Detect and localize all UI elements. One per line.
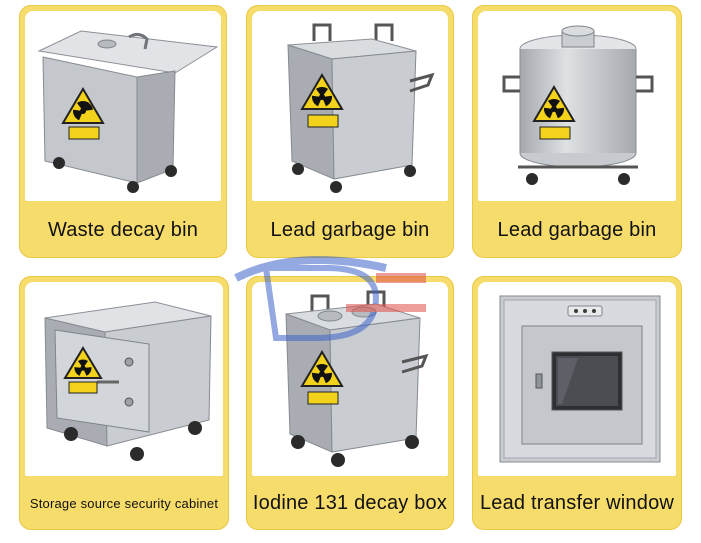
- product-photo: [478, 11, 676, 201]
- radiation-icon: [544, 98, 564, 119]
- product-label: Waste decay bin: [47, 218, 199, 241]
- round-lead-bin-illustration: [502, 25, 654, 185]
- product-card-storage-source-security-cabinet[interactable]: Storage source security cabinet: [19, 276, 229, 530]
- radiation-icon: [74, 359, 92, 376]
- radiation-icon: [73, 101, 93, 121]
- product-card-waste-decay-bin[interactable]: Waste decay bin: [19, 5, 227, 258]
- product-photo: [252, 11, 448, 201]
- product-photo: [478, 282, 676, 476]
- product-photo: [252, 282, 448, 476]
- iodine-decay-box-illustration: [285, 290, 429, 467]
- security-cabinet-illustration: [44, 301, 212, 461]
- transfer-window-illustration: [499, 295, 661, 463]
- product-photo: [25, 282, 223, 476]
- product-card-lead-garbage-bin[interactable]: Lead garbage bin: [246, 5, 454, 258]
- product-card-lead-transfer-window[interactable]: Lead transfer window: [472, 276, 682, 530]
- product-label: Lead transfer window: [479, 491, 675, 514]
- product-card-iodine-131-decay-box[interactable]: Iodine 131 decay box: [246, 276, 454, 530]
- window-icon: [551, 351, 623, 411]
- product-label: Lead garbage bin: [497, 218, 657, 241]
- product-label: Iodine 131 decay box: [252, 491, 448, 514]
- product-label: Storage source security cabinet: [29, 495, 219, 511]
- product-photo: [25, 11, 221, 201]
- radiation-icon: [312, 87, 332, 107]
- waste-decay-bin-illustration: [37, 30, 219, 193]
- lead-garbage-bin-illustration: [287, 23, 435, 193]
- product-label: Lead garbage bin: [270, 218, 430, 241]
- product-card-lead-garbage-bin-round[interactable]: Lead garbage bin: [472, 5, 682, 258]
- radiation-icon: [312, 364, 332, 384]
